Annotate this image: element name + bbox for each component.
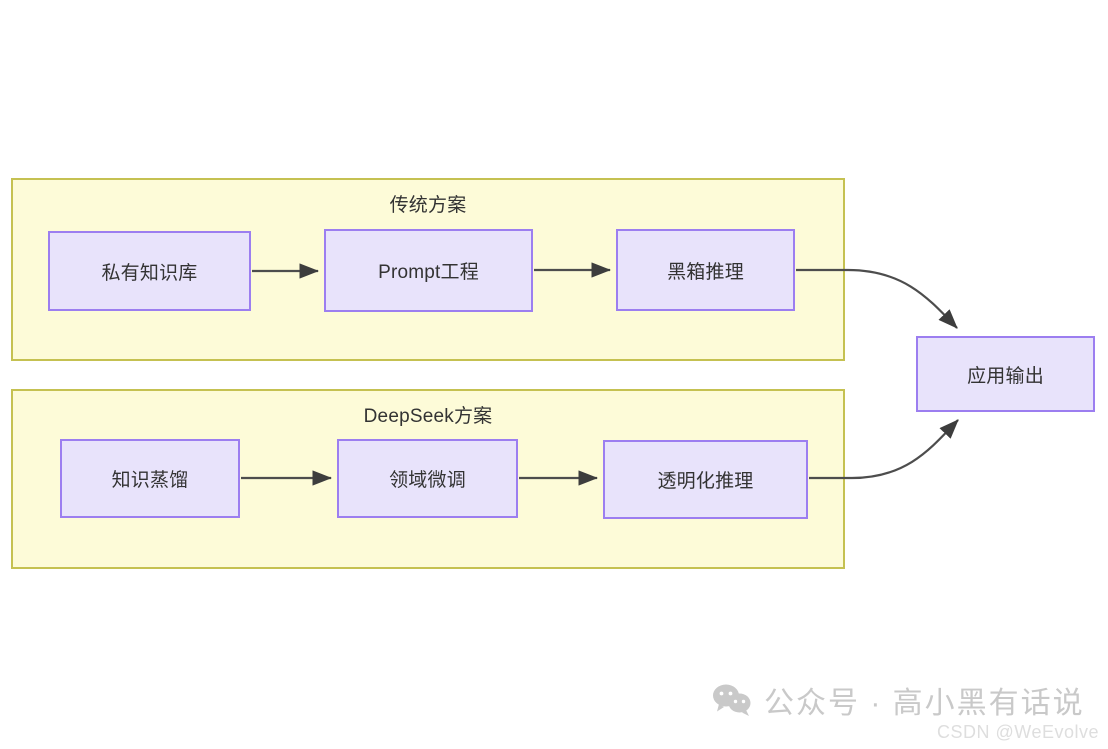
node-domain-finetuning[interactable]: 领域微调 xyxy=(337,439,518,518)
group-traditional-title: 传统方案 xyxy=(389,195,467,216)
watermark: 公众号 · 高小黑有话说 xyxy=(712,678,1085,722)
wechat-icon xyxy=(713,684,751,716)
node-private-kb[interactable]: 私有知识库 xyxy=(48,231,251,311)
watermark-text: 公众号 · 高小黑有话说 xyxy=(764,687,1085,720)
node-prompt-engineering[interactable]: Prompt工程 xyxy=(324,229,533,312)
node-transparent-inference[interactable]: 透明化推理 xyxy=(603,440,808,519)
group-deepseek-title: DeepSeek方案 xyxy=(363,406,493,427)
csdn-watermark: CSDN @WeEvolve xyxy=(937,722,1099,742)
node-knowledge-distillation[interactable]: 知识蒸馏 xyxy=(60,439,240,518)
node-application-output[interactable]: 应用输出 xyxy=(916,336,1095,412)
node-blackbox-inference[interactable]: 黑箱推理 xyxy=(616,229,795,311)
